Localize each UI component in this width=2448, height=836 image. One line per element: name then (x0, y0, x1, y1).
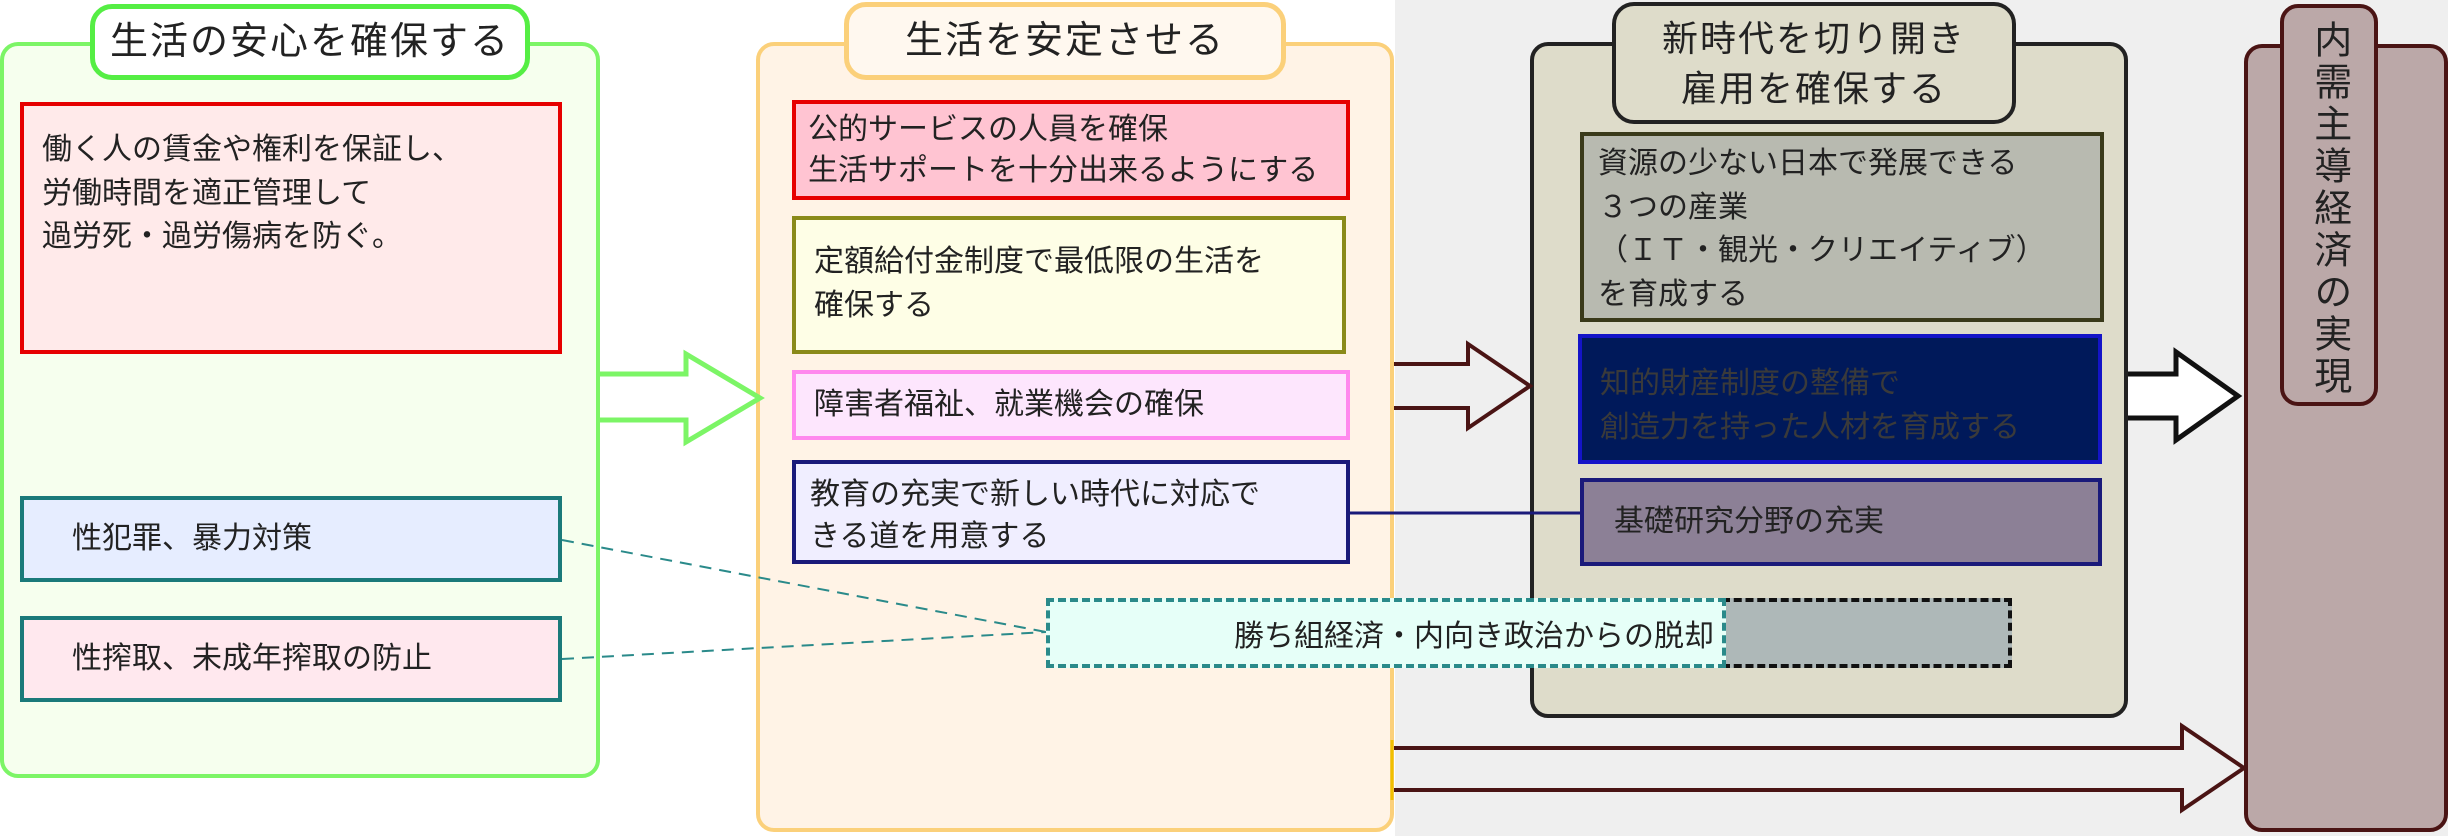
box-intellectual-property: 知的財産制度の整備で 創造力を持った人材を育成する (1578, 334, 2102, 464)
column-4-title-text: 内需主導経済の実現 (2307, 20, 2352, 398)
column-2-title: 生活を安定させる (844, 2, 1286, 80)
banner-right-segment (1722, 598, 2012, 668)
column-4-panel (2244, 44, 2448, 832)
arrow-col1-to-col2 (600, 349, 765, 447)
box-public-services: 公的サービスの人員を確保 生活サポートを十分出来るようにする (792, 100, 1350, 200)
box-sex-crime-measures: 性犯罪、暴力対策 (20, 496, 562, 582)
column-3-title: 新時代を切り開き 雇用を確保する (1612, 2, 2016, 124)
column-4-title: 内需主導経済の実現 (2280, 4, 2378, 406)
box-three-industries: 資源の少ない日本で発展できる ３つの産業 （ＩＴ・観光・クリエイティブ） を育成… (1580, 132, 2104, 322)
bottom-banner-label: 勝ち組経済・内向き政治からの脱却 (1234, 619, 1714, 654)
bottom-banner: 勝ち組経済・内向き政治からの脱却 (1046, 598, 1726, 668)
box-basic-research: 基礎研究分野の充実 (1580, 478, 2102, 566)
box-labor-rights: 働く人の賃金や権利を保証し、 労働時間を適正管理して 過労死・過労傷病を防ぐ。 (20, 102, 562, 354)
box-disability-welfare: 障害者福祉、就業機会の確保 (792, 370, 1350, 440)
column-1-title: 生活の安心を確保する (90, 4, 530, 80)
box-exploitation-prevention: 性搾取、未成年搾取の防止 (20, 616, 562, 702)
box-education: 教育の充実で新しい時代に対応で きる道を用意する (792, 460, 1350, 564)
box-basic-income: 定額給付金制度で最低限の生活を 確保する (792, 216, 1346, 354)
